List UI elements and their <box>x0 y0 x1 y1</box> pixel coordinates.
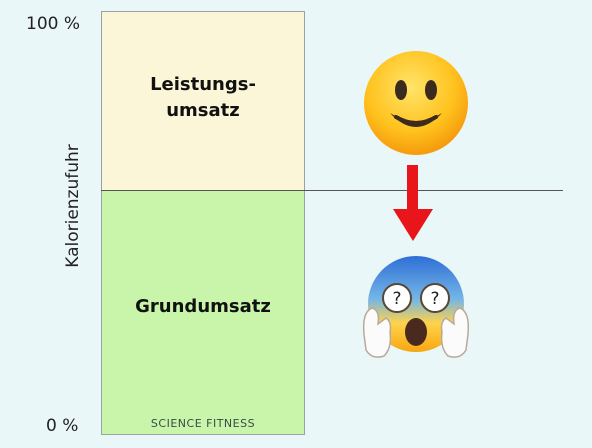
face-screaming-in-fear-icon: ? ? <box>362 256 470 358</box>
grundumsatz-segment <box>101 190 305 435</box>
leistungsumsatz-segment <box>101 11 305 190</box>
grundumsatz-label: Grundumsatz <box>135 296 271 317</box>
svg-text:?: ? <box>430 289 439 309</box>
smiling-face-icon <box>364 51 468 155</box>
tick-0-percent: 0 % <box>46 416 79 436</box>
red-down-arrow-icon <box>393 165 433 241</box>
leistungsumsatz-label-line1: Leistungs- <box>150 74 256 95</box>
y-axis-label: Kalorienzufuhr <box>63 144 83 268</box>
watermark: SCIENCE FITNESS <box>150 417 256 430</box>
tick-100-percent: 100 % <box>26 14 81 34</box>
leistungsumsatz-label-line2: umsatz <box>166 100 240 121</box>
threshold-line <box>101 190 563 191</box>
svg-text:?: ? <box>392 289 401 309</box>
leistungsumsatz-label: Leistungs- umsatz <box>101 72 305 124</box>
